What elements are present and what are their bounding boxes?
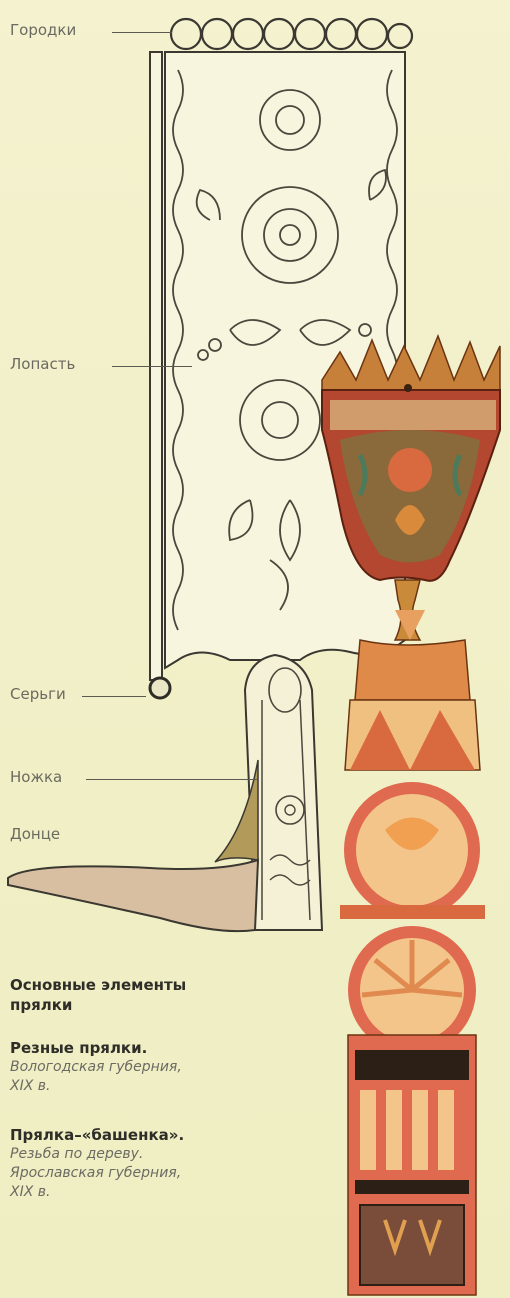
caption-main-line2: прялки bbox=[10, 995, 310, 1015]
caption-carved-line2: XIX в. bbox=[10, 1077, 310, 1096]
caption-tower-line1: Резьба по дереву. bbox=[10, 1145, 310, 1164]
caption-tower-title: Прялка–«башенка». bbox=[10, 1125, 310, 1145]
caption-tower-line3: XIX в. bbox=[10, 1183, 310, 1202]
leader-line-nozhka bbox=[86, 779, 258, 780]
caption-carved-line1: Вологодская губерния, bbox=[10, 1058, 310, 1077]
label-sergi: Серьги bbox=[10, 685, 66, 703]
caption-tower-line2: Ярославская губерния, bbox=[10, 1164, 310, 1183]
leader-line-sergi bbox=[82, 696, 146, 697]
leader-line-lopast bbox=[112, 366, 192, 367]
tower-distaff-image bbox=[322, 336, 500, 1295]
label-dontse: Донце bbox=[10, 825, 60, 843]
caption-carved-distaffs: Резные прялки. Вологодская губерния, XIX… bbox=[10, 1038, 310, 1096]
label-gorodki: Городки bbox=[10, 21, 76, 39]
caption-tower-distaff: Прялка–«башенка». Резьба по дереву. Ярос… bbox=[10, 1125, 310, 1202]
caption-main-line1: Основные элементы bbox=[10, 975, 310, 995]
gorodki-shape bbox=[171, 19, 412, 49]
caption-main-elements: Основные элементы прялки bbox=[10, 975, 310, 1015]
caption-carved-title: Резные прялки. bbox=[10, 1038, 310, 1058]
dontse-shape bbox=[8, 860, 258, 931]
label-lopast: Лопасть bbox=[10, 355, 75, 373]
label-nozhka: Ножка bbox=[10, 768, 62, 786]
leader-line-gorodki bbox=[112, 32, 172, 33]
